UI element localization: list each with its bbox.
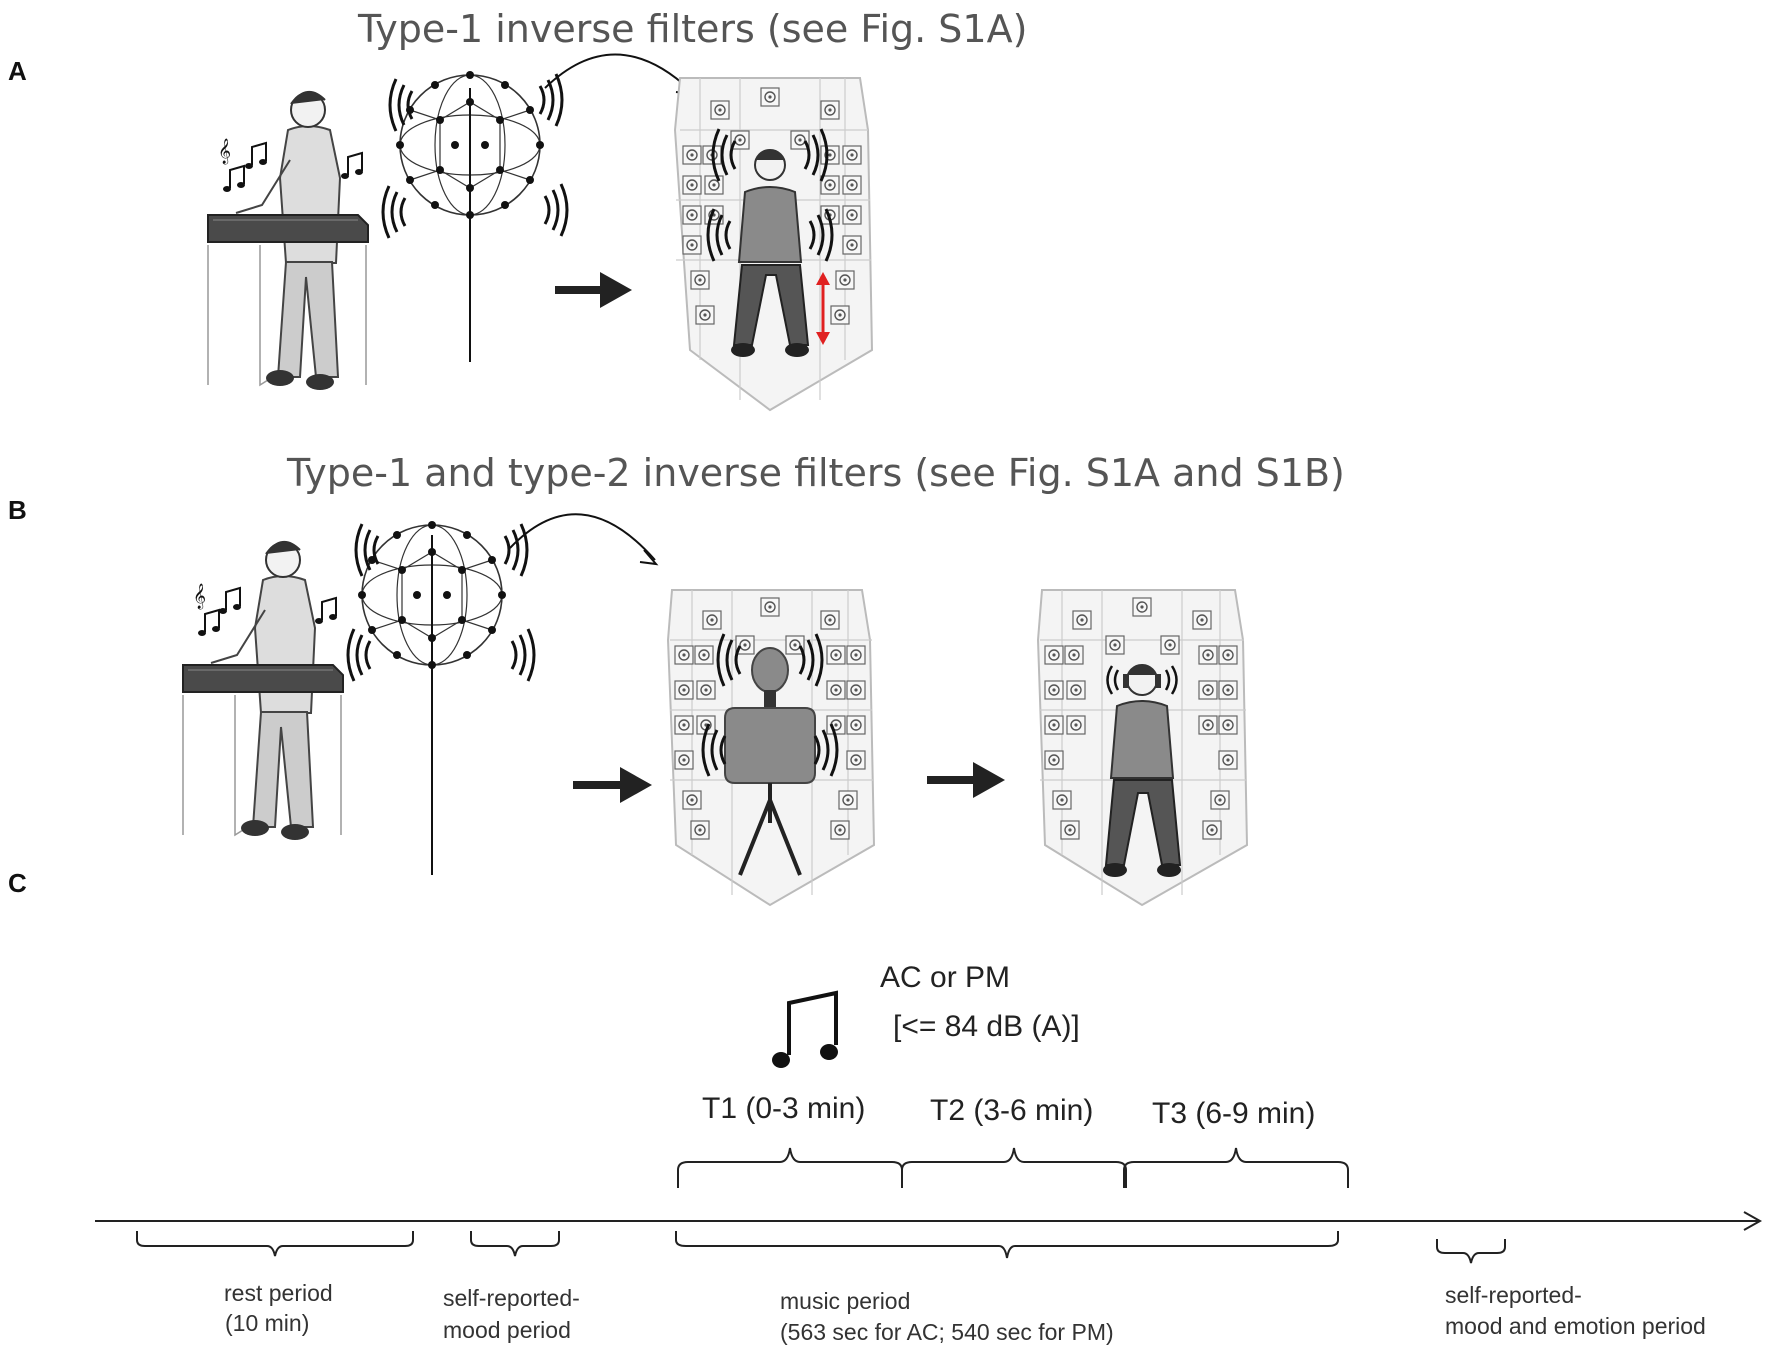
mood-period-1-line1: self-reported- — [443, 1285, 580, 1311]
listening-room-a — [673, 77, 874, 412]
panel-a-heading: Type-1 inverse filters (see Fig. S1A) — [357, 7, 1027, 51]
time-axis-arrow — [95, 1211, 1763, 1231]
panel-b-heading: Type-1 and type-2 inverse filters (see F… — [286, 451, 1345, 495]
mood-period-1-line2: mood period — [443, 1317, 571, 1343]
sound-waves-b3 — [503, 522, 529, 578]
music-notes-a3 — [340, 152, 364, 180]
t2-brace — [901, 1147, 1127, 1188]
big-arrow-b2 — [927, 762, 1005, 798]
treble-clef-a: 𝄞 — [218, 138, 231, 164]
curved-arrow-b — [509, 513, 656, 561]
music-note-icon — [772, 990, 838, 1068]
rest-duration-label: (10 min) — [225, 1310, 309, 1336]
curved-arrow-a — [544, 53, 691, 91]
microphone-array-sphere-b — [358, 521, 506, 875]
big-arrow-a — [555, 272, 632, 308]
t1-brace — [677, 1147, 903, 1188]
rest-period-label: rest period — [224, 1280, 333, 1306]
listening-room-b-listener — [1036, 589, 1249, 907]
music-period-label: music period — [780, 1288, 910, 1314]
sound-waves-a2 — [381, 184, 407, 240]
panel-b-illustration: 𝄞 — [182, 513, 1249, 907]
panel-a-illustration: 𝄞 — [207, 53, 874, 412]
music-notes-a2 — [222, 165, 246, 193]
keyboard-player-a — [207, 90, 369, 392]
mood-brace-1 — [470, 1231, 560, 1257]
music-condition-label: AC or PM — [880, 961, 1010, 994]
treble-clef-b: 𝄞 — [193, 583, 206, 609]
t3-label: T3 (6-9 min) — [1152, 1097, 1315, 1130]
sound-waves-a1 — [388, 77, 414, 133]
keyboard-player-b — [182, 540, 344, 841]
t1-label: T1 (0-3 min) — [702, 1092, 865, 1125]
sound-waves-a4 — [543, 182, 569, 238]
mood-period-2-line1: self-reported- — [1445, 1282, 1582, 1308]
rest-brace — [136, 1231, 414, 1257]
big-arrow-b1 — [573, 767, 652, 803]
panel-b-label: B — [8, 495, 27, 525]
music-notes-b3 — [314, 597, 338, 625]
mood-brace-2 — [1436, 1239, 1506, 1264]
mood-period-2-line2: mood and emotion period — [1445, 1313, 1706, 1339]
music-notes-b1 — [218, 587, 242, 615]
listening-room-b-dummy-head — [666, 589, 876, 907]
sound-waves-b4 — [510, 627, 536, 683]
t2-label: T2 (3-6 min) — [930, 1094, 1093, 1127]
t3-brace — [1123, 1147, 1349, 1188]
music-duration-label: (563 sec for AC; 540 sec for PM) — [780, 1319, 1114, 1345]
sound-waves-b2 — [346, 627, 372, 683]
music-notes-b2 — [197, 609, 221, 637]
music-notes-a1 — [244, 142, 268, 170]
panel-c-timeline: AC or PM [<= 84 dB (A)] T1 (0-3 min) T2 … — [95, 961, 1763, 1345]
music-brace — [675, 1231, 1339, 1259]
sound-level-label: [<= 84 dB (A)] — [893, 1010, 1080, 1043]
height-adjust-arrow — [816, 272, 830, 345]
panel-a-label: A — [8, 56, 27, 86]
microphone-array-sphere-a — [396, 71, 544, 362]
panel-c-label: C — [8, 868, 27, 898]
